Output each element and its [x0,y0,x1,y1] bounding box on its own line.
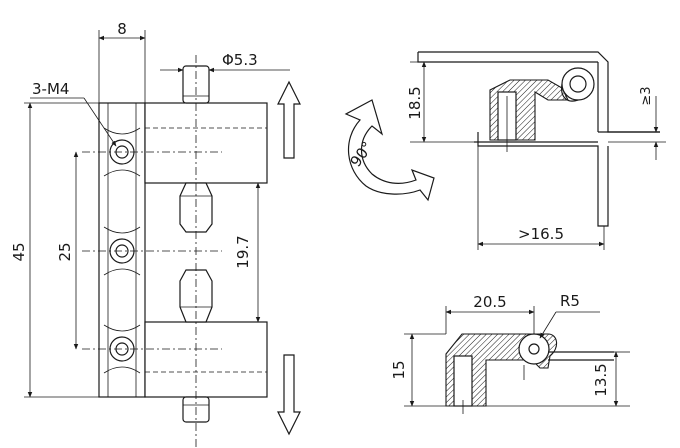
knuckle-outer [561,67,595,101]
front-view: 8 Φ5.3 3-M4 45 25 19.7 [10,20,301,448]
dim-pitch-25: 25 [56,242,74,261]
label-holes-3-m4: 3-M4 [32,80,69,98]
arrow-up-icon [277,80,301,159]
curved-rotation-arrow-icon [344,99,435,202]
dim-height-15: 15 [390,360,408,379]
pin-mid-upper [179,182,213,233]
arrow-down-icon [277,354,301,436]
dim-height-13-5: 13.5 [592,363,610,396]
dim-spacing-19-7: 19.7 [234,235,252,268]
knuckle-bottom [144,321,268,398]
hole-bottom [103,324,141,374]
side-view-open: 18.5 ≥3 >16.5 [406,51,666,250]
hole-middle [103,226,141,276]
dim-height-45: 45 [10,242,28,261]
dim-width-20-5: 20.5 [473,293,506,311]
dim-depth-16-5: >16.5 [518,225,564,243]
pin-circle [569,75,587,93]
dim-pin-diameter: Φ5.3 [222,51,258,69]
dim-height-18-5: 18.5 [406,86,424,119]
label-radius-r5: R5 [560,292,580,310]
hole-top [103,127,141,177]
closed-knuckle [518,333,550,365]
leaf-plate [98,102,146,398]
side-view-closed: 20.5 R5 15 13.5 [390,292,630,414]
dim-width-8: 8 [117,20,127,38]
knuckle-top [144,102,268,184]
dim-gap-3: ≥3 [639,86,654,105]
